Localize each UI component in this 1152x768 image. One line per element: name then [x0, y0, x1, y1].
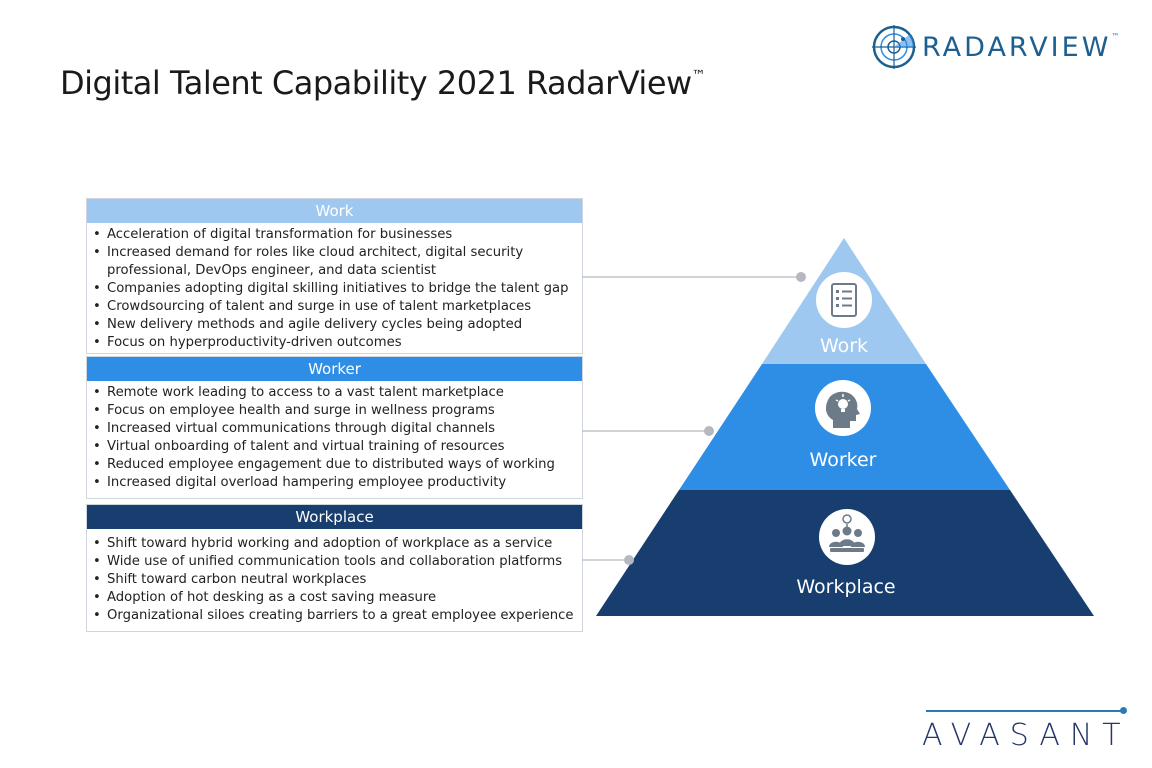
avasant-logo-text: AVASANT: [922, 718, 1131, 753]
work-connector-dot: [796, 272, 806, 282]
list-item: Organizational siloes creating barriers …: [93, 607, 582, 625]
workplace-list: Shift toward hybrid working and adoption…: [87, 529, 582, 625]
checklist-icon: [816, 272, 872, 328]
radarview-logo: RADARVIEW™: [870, 24, 1130, 70]
list-item: Increased virtual communications through…: [93, 420, 582, 438]
list-item: Reduced employee engagement due to distr…: [93, 456, 582, 474]
list-item: Focus on hyperproductivity-driven outcom…: [93, 334, 582, 352]
list-item: Shift toward hybrid working and adoption…: [93, 535, 582, 553]
pyramid-label-worker: Worker: [809, 449, 877, 471]
page-title: Digital Talent Capability 2021 RadarView…: [60, 64, 706, 102]
list-item: Adoption of hot desking as a cost saving…: [93, 589, 582, 607]
pyramid-label-workplace: Workplace: [796, 576, 896, 598]
list-item: Crowdsourcing of talent and surge in use…: [93, 298, 582, 316]
radarview-logo-wordmark: RADARVIEW: [922, 32, 1112, 63]
worker-panel: Worker Remote work leading to access to …: [86, 356, 583, 499]
pyramid-label-work: Work: [819, 335, 869, 357]
worker-list: Remote work leading to access to a vast …: [87, 381, 582, 492]
team-meeting-icon: [819, 509, 875, 565]
list-item: Remote work leading to access to a vast …: [93, 384, 582, 402]
workplace-panel: Workplace Shift toward hybrid working an…: [86, 504, 583, 632]
list-item: Focus on employee health and surge in we…: [93, 402, 582, 420]
radarview-logo-tm: ™: [1111, 32, 1120, 41]
avasant-logo: AVASANT: [918, 707, 1132, 753]
list-item: New delivery methods and agile delivery …: [93, 316, 582, 334]
workplace-panel-heading: Workplace: [87, 505, 582, 529]
list-item: Virtual onboarding of talent and virtual…: [93, 438, 582, 456]
work-panel-heading: Work: [87, 199, 582, 223]
worker-panel-heading: Worker: [87, 357, 582, 381]
list-item: Acceleration of digital transformation f…: [93, 226, 582, 244]
list-item: Increased digital overload hampering emp…: [93, 474, 582, 492]
workplace-connector-dot: [624, 555, 634, 565]
worker-connector-dot: [704, 426, 714, 436]
page-title-text: Digital Talent Capability 2021 RadarView: [60, 64, 692, 102]
radarview-logo-text: RADARVIEW™: [922, 32, 1119, 63]
radar-icon: [872, 25, 916, 69]
idea-head-icon: [815, 380, 871, 436]
list-item: Increased demand for roles like cloud ar…: [93, 244, 582, 280]
list-item: Shift toward carbon neutral workplaces: [93, 571, 582, 589]
avasant-logo-line: [926, 710, 1122, 712]
trademark-mark: ™: [691, 68, 706, 84]
list-item: Wide use of unified communication tools …: [93, 553, 582, 571]
avasant-logo-dot: [1120, 707, 1127, 714]
work-panel: Work Acceleration of digital transformat…: [86, 198, 583, 354]
list-item: Companies adopting digital skilling init…: [93, 280, 582, 298]
work-list: Acceleration of digital transformation f…: [87, 223, 582, 352]
